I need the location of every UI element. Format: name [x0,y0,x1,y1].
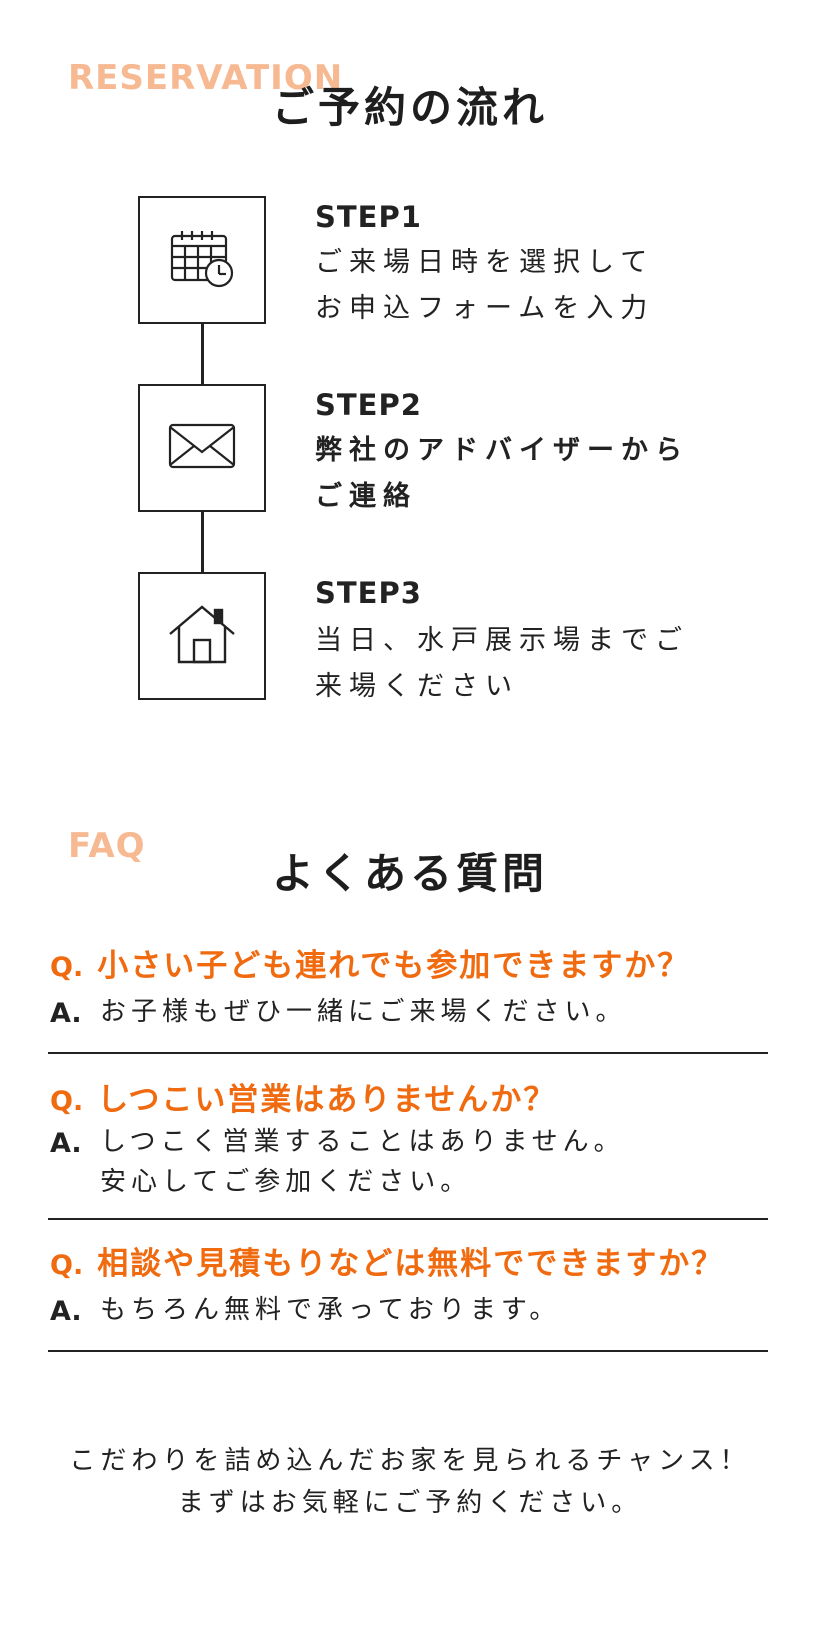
step-connector [201,510,204,574]
step2-text: 弊社のアドバイザーから ご連絡 [315,428,689,520]
step3-label: STEP3 [315,576,422,610]
step3-text-line: 来場ください [315,671,519,702]
envelope-icon [167,421,237,475]
answer-text: お子様もぜひ一緒にご来場ください。 [100,992,626,1032]
answer-mark: A. [50,998,82,1029]
faq-answer: A. しつこく営業することはありません。 安心してご参加ください。 [50,1122,625,1202]
answer-line: もちろん無料で承っております。 [100,1295,561,1325]
question-mark: Q. [50,1086,84,1117]
question-text: しつこい営業はありませんか？ [97,1082,557,1118]
calendar-clock-icon [166,226,238,294]
step1-text: ご来場日時を選択して お申込フォームを入力 [315,240,654,332]
question-text: 相談や見積もりなどは無料でできますか？ [97,1246,725,1282]
question-mark: Q. [50,1250,84,1281]
step3-text-line: 当日、水戸展示場までご [315,625,689,656]
step3-text: 当日、水戸展示場までご 来場ください [315,618,689,710]
answer-line: 安心してご参加ください。 [100,1167,472,1197]
answer-line: しつこく営業することはありません。 [100,1127,625,1157]
step1-text-line: お申込フォームを入力 [315,293,655,324]
closing-line: こだわりを詰め込んだお家を見られるチャンス！ [69,1446,751,1476]
step2-text-line: ご連絡 [315,481,417,512]
step2-icon-box [138,384,266,512]
reservation-title: ご予約の流れ [271,83,548,132]
answer-text: もちろん無料で承っております。 [100,1290,560,1330]
faq-question: Q. 小さい子ども連れでも参加できますか？ [50,940,690,985]
faq-en-label: FAQ [68,826,146,866]
faq-divider [48,1218,768,1220]
step1-icon-box [138,196,266,324]
faq-divider [48,1350,768,1352]
faq-divider [48,1052,768,1054]
step3-icon-box [138,572,266,700]
closing-line: まずはお気軽にご予約ください。 [177,1488,643,1518]
faq-answer: A. もちろん無料で承っております。 [50,1290,560,1330]
answer-text: しつこく営業することはありません。 安心してご参加ください。 [100,1122,625,1202]
answer-mark: A. [50,1128,82,1159]
question-text: 小さい子ども連れでも参加できますか？ [97,948,691,984]
faq-question: Q. 相談や見積もりなどは無料でできますか？ [50,1238,724,1283]
faq-question: Q. しつこい営業はありませんか？ [50,1074,556,1119]
faq-answer: A. お子様もぜひ一緒にご来場ください。 [50,992,626,1032]
step1-label: STEP1 [315,200,422,234]
step1-text-line: ご来場日時を選択して [315,247,655,278]
answer-line: お子様もぜひ一緒にご来場ください。 [100,997,627,1027]
reservation-en-label: RESERVATION [68,58,344,98]
step2-label: STEP2 [315,388,422,422]
question-mark: Q. [50,952,84,983]
house-icon [167,602,237,670]
step2-text-line: 弊社のアドバイザーから [315,435,689,466]
closing-message: こだわりを詰め込んだお家を見られるチャンス！ まずはお気軽にご予約ください。 [0,1440,820,1524]
answer-mark: A. [50,1296,82,1327]
step-connector [201,322,204,386]
faq-title: よくある質問 [271,849,548,898]
